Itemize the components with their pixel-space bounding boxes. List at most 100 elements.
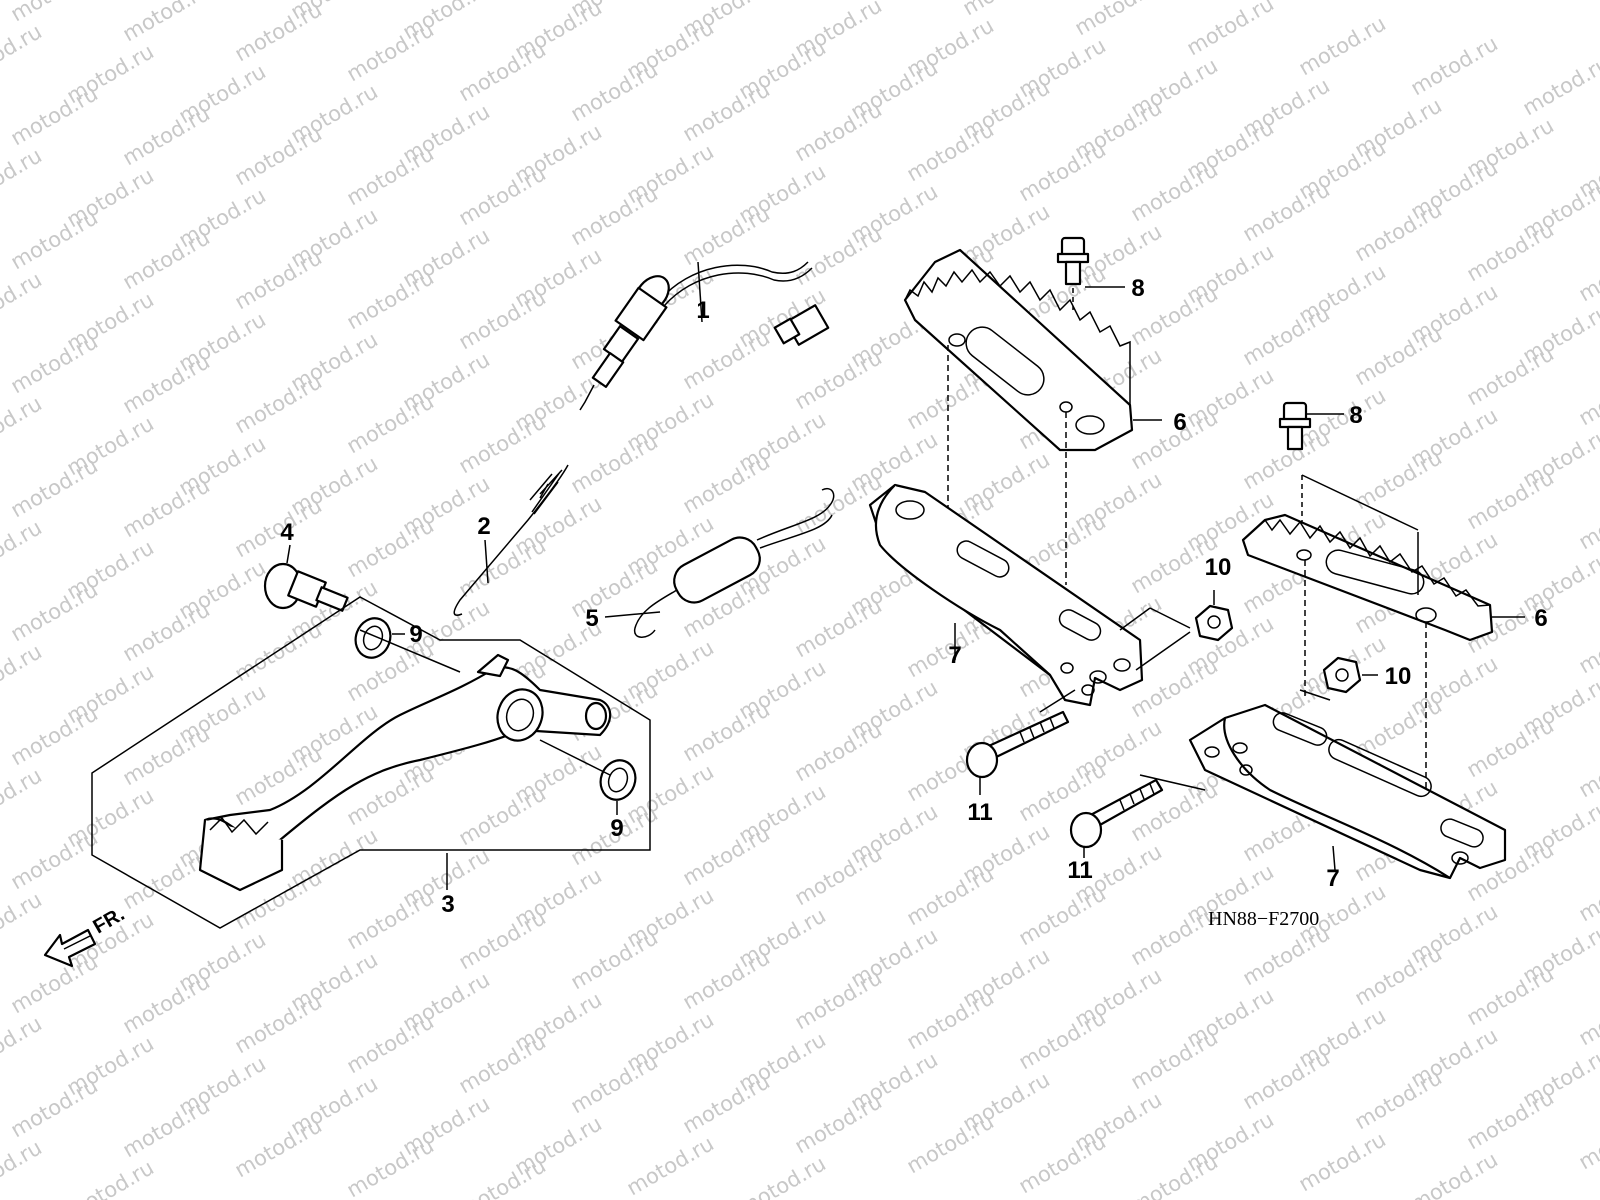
watermark-text: motod.ru	[455, 37, 550, 106]
watermark-text: motod.ru	[1407, 1147, 1502, 1200]
watermark-text: motod.ru	[1351, 1065, 1446, 1134]
watermark-text: motod.ru	[1071, 0, 1166, 40]
callout-11-upper: 11	[967, 799, 992, 826]
flange-nut-part-lower	[1322, 656, 1378, 694]
watermark-text: motod.ru	[0, 887, 46, 956]
callout-9-upper: 9	[409, 621, 422, 648]
watermark-text: motod.ru	[567, 1049, 662, 1118]
watermark-text: motod.ru	[1239, 1045, 1334, 1114]
watermark-text: motod.ru	[455, 285, 550, 354]
watermark-text: motod.ru	[231, 617, 326, 686]
watermark-text: motod.ru	[231, 0, 326, 66]
watermark-text: motod.ru	[679, 697, 774, 766]
footpeg-part-right	[1241, 513, 1525, 790]
watermark-text: motod.ru	[567, 57, 662, 126]
watermark-text: motod.ru	[1015, 881, 1110, 950]
watermark-text: motod.ru	[1351, 693, 1446, 762]
watermark-text: motod.ru	[119, 969, 214, 1038]
watermark-text: motod.ru	[1015, 1005, 1110, 1074]
watermark-text: motod.ru	[231, 989, 326, 1058]
watermark-text: motod.ru	[343, 141, 438, 210]
watermark-text: motod.ru	[119, 721, 214, 790]
hex-bolt-part-lower	[1069, 774, 1206, 858]
watermark-text: motod.ru	[1575, 857, 1600, 926]
watermark-text: motod.ru	[567, 429, 662, 498]
watermark-text: motod.ru	[455, 1153, 550, 1200]
watermark-text: motod.ru	[791, 717, 886, 786]
watermark-text: motod.ru	[567, 553, 662, 622]
watermark-text: motod.ru	[231, 493, 326, 562]
watermark-text: motod.ru	[7, 1073, 102, 1142]
watermark-text: motod.ru	[1127, 157, 1222, 226]
watermark-text: motod.ru	[679, 77, 774, 146]
watermark-text: motod.ru	[119, 349, 214, 418]
callout-2: 2	[477, 513, 490, 540]
callout-8-lower: 8	[1349, 402, 1362, 429]
watermark-text: motod.ru	[1295, 11, 1390, 80]
watermark-text: motod.ru	[0, 639, 46, 708]
watermark-text: motod.ru	[791, 593, 886, 662]
callout-10-upper: 10	[1205, 554, 1232, 581]
watermark-text: motod.ru	[119, 225, 214, 294]
watermark-text: motod.ru	[7, 825, 102, 894]
watermark-text: motod.ru	[119, 845, 214, 914]
callout-5: 5	[585, 605, 598, 632]
watermark-text: motod.ru	[231, 369, 326, 438]
watermark-text: motod.ru	[0, 391, 46, 460]
watermark-text: motod.ru	[455, 161, 550, 230]
footpeg-part-left	[903, 248, 1162, 585]
watermark-text: motod.ru	[1575, 1105, 1600, 1174]
callout-3: 3	[441, 891, 454, 918]
watermark-text: motod.ru	[903, 1109, 998, 1178]
callout-8-upper: 8	[1131, 275, 1144, 302]
watermark-text: motod.ru	[959, 0, 1054, 20]
watermark-text: motod.ru	[0, 763, 46, 832]
watermark-text: motod.ru	[231, 121, 326, 190]
watermark-text: motod.ru	[679, 201, 774, 270]
watermark-text: motod.ru	[791, 345, 886, 414]
watermark-text: motod.ru	[1575, 609, 1600, 678]
watermark-text: motod.ru	[455, 1029, 550, 1098]
brake-switch-part	[579, 261, 830, 411]
seal-part-upper	[354, 617, 405, 659]
watermark-text: motod.ru	[1463, 217, 1558, 286]
watermark-text: motod.ru	[679, 325, 774, 394]
watermark-text: motod.ru	[1183, 0, 1278, 60]
footpeg-bracket-part-right	[1188, 689, 1507, 880]
footpeg-bracket-part-left	[868, 483, 1191, 707]
watermark-text: motod.ru	[903, 117, 998, 186]
watermark-text: motod.ru	[63, 1155, 158, 1200]
watermark-text: motod.ru	[1239, 301, 1334, 370]
watermark-text: motod.ru	[1519, 51, 1600, 120]
diagram-code: HN88−F2700	[1208, 908, 1319, 930]
watermark-text: motod.ru	[1575, 733, 1600, 802]
watermark-text: motod.ru	[567, 181, 662, 250]
watermark-text: motod.ru	[1127, 1025, 1222, 1094]
watermark-text: motod.ru	[903, 985, 998, 1054]
watermark-text: motod.ru	[679, 945, 774, 1014]
watermark-text: motod.ru	[343, 885, 438, 954]
watermark-text: motod.ru	[343, 265, 438, 334]
watermark-text: motod.ru	[623, 1131, 718, 1200]
watermark-text: motod.ru	[231, 245, 326, 314]
hex-bolt-part-upper	[965, 689, 1076, 795]
callout-10-lower: 10	[1385, 663, 1412, 690]
watermark-text: motod.ru	[343, 389, 438, 458]
watermark-text: motod.ru	[0, 143, 46, 212]
watermark-text: motod.ru	[1295, 1127, 1390, 1196]
callout-4: 4	[280, 519, 294, 546]
watermark-text: motod.ru	[119, 0, 214, 46]
watermark-text: motod.ru	[7, 577, 102, 646]
watermark-text: motod.ru	[7, 329, 102, 398]
watermark-text: motod.ru	[1463, 1085, 1558, 1154]
watermark-text: motod.ru	[119, 101, 214, 170]
spring-rod-part	[453, 464, 569, 616]
watermark-text: motod.ru	[791, 1089, 886, 1158]
watermark-text: motod.ru	[0, 267, 46, 336]
watermark-text: motod.ru	[231, 1113, 326, 1182]
flange-bolt-part-lower	[1278, 401, 1419, 531]
watermark-text: motod.ru	[1463, 713, 1558, 782]
